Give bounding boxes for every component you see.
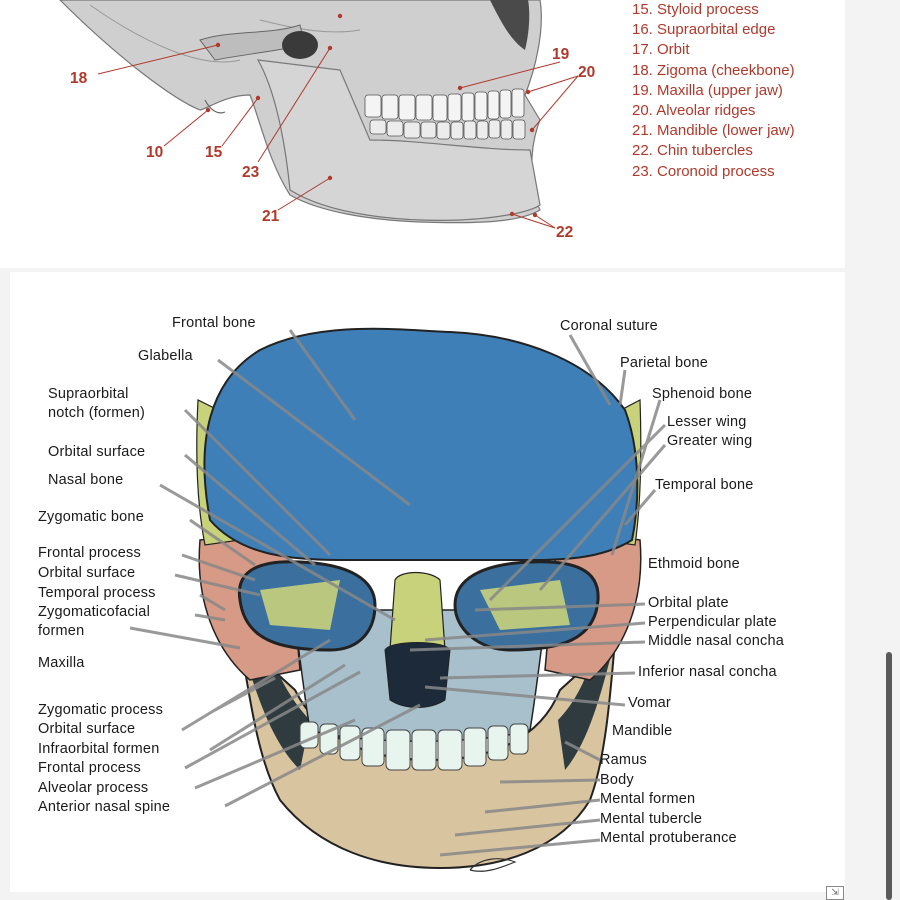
label-inferior-nasal-concha: Inferior nasal concha	[638, 664, 777, 680]
label-temporal-process: Temporal process	[38, 585, 156, 601]
label-temporal-bone: Temporal bone	[655, 477, 754, 493]
label-zygomatic-bone: Zygomatic bone	[38, 509, 144, 525]
callout-number: 22	[556, 224, 574, 241]
label-orbital-plate: Orbital plate	[648, 595, 729, 611]
label-parietal-bone: Parietal bone	[620, 355, 709, 371]
label-middle-nasal-concha: Middle nasal concha	[648, 633, 784, 649]
label-zygomaticofacial: Zygomaticofacial	[38, 604, 150, 620]
label-supraorbital-notch: notch (formen)	[48, 405, 146, 421]
label-frontal-process: Frontal process	[38, 760, 141, 776]
callout-number: 10	[146, 144, 164, 161]
legend-item: 15. Styloid process	[632, 1, 759, 18]
label-perpendicular-plate: Perpendicular plate	[648, 614, 777, 630]
image-expand-icon[interactable]: ⇲	[826, 886, 844, 900]
label-alveolar-process: Alveolar process	[38, 780, 149, 796]
vertical-scrollbar[interactable]	[886, 652, 892, 900]
legend-item: 20. Alveolar ridges	[632, 102, 756, 120]
label-glabella: Glabella	[138, 348, 193, 364]
label-lesser-wing: Lesser wing	[667, 414, 747, 430]
label-body: Body	[600, 772, 634, 788]
lateral-skull-drawing	[59, 0, 579, 229]
label-supraorbital: Supraorbital	[48, 386, 129, 402]
legend-item: 19. Maxilla (upper jaw)	[632, 81, 783, 99]
callout-number: 15	[205, 144, 223, 161]
label-orbital-surface: Orbital surface	[48, 444, 146, 460]
callout-number: 18	[70, 70, 88, 87]
legend-item: 18. Zigoma (cheekbone)	[632, 61, 795, 79]
label-sphenoid-bone: Sphenoid bone	[652, 386, 753, 402]
legend-item: 21. Mandible (lower jaw)	[632, 122, 795, 140]
label-maxilla: Maxilla	[38, 655, 85, 671]
callout-number: 21	[262, 208, 280, 225]
label-zygomaticofacial-formen: formen	[38, 623, 85, 639]
label-mental-formen: Mental formen	[600, 791, 696, 807]
label-mandible: Mandible	[612, 723, 673, 739]
callout-number: 20	[578, 64, 596, 81]
label-ramus: Ramus	[600, 752, 647, 768]
label-frontal-process: Frontal process	[38, 545, 141, 561]
legend-item: 23. Coronoid process	[632, 162, 775, 180]
lateral-legend: 15. Styloid process 16. Supraorbital edg…	[632, 0, 795, 182]
label-infraorbital-formen: Infraorbital formen	[38, 741, 160, 757]
label-zygomatic-process: Zygomatic process	[38, 702, 164, 718]
label-mental-tubercle: Mental tubercle	[600, 811, 703, 827]
label-frontal-bone: Frontal bone	[172, 315, 256, 331]
label-ethmoid-bone: Ethmoid bone	[648, 556, 740, 572]
callout-number: 19	[552, 46, 570, 63]
legend-item: 22. Chin tubercles	[632, 142, 753, 160]
label-anterior-nasal-spine: Anterior nasal spine	[38, 799, 171, 815]
label-coronal-suture: Coronal suture	[560, 318, 658, 334]
label-vomar: Vomar	[628, 695, 671, 711]
legend-item: 17. Orbit	[632, 41, 690, 59]
label-nasal-bone: Nasal bone	[48, 472, 124, 488]
frontal-skull-drawing	[129, 327, 667, 872]
label-orbital-surface: Orbital surface	[38, 565, 136, 581]
label-orbital-surface: Orbital surface	[38, 721, 136, 737]
label-greater-wing: Greater wing	[667, 433, 753, 449]
label-mental-protuberance: Mental protuberance	[600, 830, 737, 846]
legend-item: 16. Supraorbital edge	[632, 21, 776, 39]
callout-number: 23	[242, 164, 260, 181]
